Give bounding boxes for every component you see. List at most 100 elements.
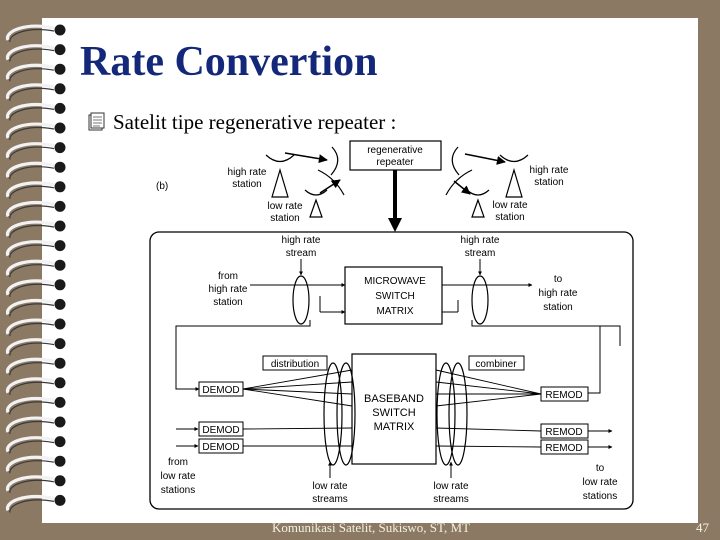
- distribution-label: distribution: [271, 359, 319, 370]
- binder-ring-shadow: [9, 244, 55, 258]
- binder-ring: [6, 220, 55, 237]
- low-rate-station-right-icon: [466, 189, 490, 218]
- binder-hole: [54, 318, 66, 330]
- binder-ring: [6, 475, 55, 492]
- beam-ellipse: [448, 362, 468, 466]
- bullet-text: Satelit tipe regenerative repeater :: [113, 110, 397, 134]
- signal-line: [175, 320, 311, 391]
- from-low-rate-label: stations: [161, 485, 195, 496]
- binder-hole: [54, 63, 66, 75]
- panel-label: (b): [156, 181, 168, 192]
- binder-ring-shadow: [9, 479, 55, 493]
- binder-ring: [6, 24, 55, 41]
- binder-hole: [54, 298, 66, 310]
- stream-label: low rate: [433, 481, 468, 492]
- fan-lines-left: [242, 369, 353, 447]
- uplink-arrow: [319, 179, 341, 194]
- uplink-arrow: [284, 152, 328, 164]
- from-high-rate-label: from: [218, 271, 238, 282]
- beam-ellipse: [471, 275, 489, 325]
- binder-ring: [6, 201, 55, 218]
- station-label: low rate: [267, 201, 302, 212]
- binder-ring-shadow: [9, 185, 55, 199]
- binder-ring: [6, 318, 55, 335]
- binder-ring: [6, 416, 55, 433]
- station-label: station: [232, 179, 261, 190]
- to-high-rate-label: to: [554, 274, 563, 285]
- regenerative-repeater-box: [349, 140, 442, 171]
- from-low-rate-label: from: [168, 457, 188, 468]
- station-label: station: [270, 213, 299, 224]
- from-low-rate-label: low rate: [160, 471, 195, 482]
- baseband-label: SWITCH: [372, 407, 415, 419]
- binder-hole: [54, 102, 66, 114]
- from-high-rate-label: station: [213, 297, 242, 308]
- regenerative-repeater-diagram: (b) regenerative repeater high rate stat…: [149, 140, 634, 510]
- binder-ring-shadow: [9, 283, 55, 297]
- binder-ring-shadow: [9, 107, 55, 121]
- demod-label: DEMOD: [202, 385, 239, 396]
- downlink-arrow: [453, 180, 471, 195]
- remod-label: REMOD: [545, 427, 582, 438]
- binder-hole: [54, 416, 66, 428]
- station-label: high rate: [228, 167, 267, 178]
- binder-hole: [54, 494, 66, 506]
- beam-ellipse: [336, 362, 356, 466]
- binder-hole: [54, 83, 66, 95]
- low-rate-station-left-icon: [304, 189, 328, 218]
- binder-ring-shadow: [9, 264, 55, 278]
- binder-ring-shadow: [9, 421, 55, 435]
- binder-hole: [54, 259, 66, 271]
- binder-ring-shadow: [9, 87, 55, 101]
- binder-ring: [6, 161, 55, 178]
- demod-label: DEMOD: [202, 442, 239, 453]
- binder-ring: [6, 240, 55, 257]
- binder-ring: [6, 83, 55, 100]
- binder-ring-shadow: [9, 460, 55, 474]
- antenna-dish: [445, 169, 473, 196]
- demod-label: DEMOD: [202, 425, 239, 436]
- slide-title: Rate Convertion: [80, 39, 378, 85]
- baseband-label: MATRIX: [374, 421, 415, 433]
- binder-ring: [6, 397, 55, 414]
- microwave-label: SWITCH: [375, 291, 414, 302]
- from-high-rate-label: high rate: [209, 284, 248, 295]
- microwave-switch-matrix-box: [344, 266, 443, 325]
- microwave-label: MATRIX: [376, 306, 413, 317]
- binder-hole: [54, 455, 66, 467]
- binder-ring: [6, 63, 55, 80]
- binder-hole: [54, 142, 66, 154]
- binder-ring-shadow: [9, 29, 55, 43]
- binder-ring-shadow: [9, 342, 55, 356]
- binder-ring: [6, 44, 55, 61]
- binder-hole: [54, 377, 66, 389]
- distribution-box: [262, 355, 328, 371]
- binder-ring-shadow: [9, 166, 55, 180]
- binder-ring: [6, 299, 55, 316]
- to-low-rate-label: stations: [583, 491, 617, 502]
- satellite-label-2: repeater: [376, 157, 414, 168]
- binder-hole: [54, 396, 66, 408]
- binder-ring-shadow: [9, 401, 55, 415]
- binder-ring: [6, 455, 55, 472]
- binder-ring: [6, 436, 55, 453]
- beam-ellipse: [323, 362, 343, 466]
- binder-ring: [6, 142, 55, 159]
- microwave-label: MICROWAVE: [364, 276, 426, 287]
- binder-ring: [6, 103, 55, 120]
- antenna-dish: [330, 146, 339, 176]
- to-high-rate-label: high rate: [539, 288, 578, 299]
- binder-ring: [6, 181, 55, 198]
- binder-ring: [6, 357, 55, 374]
- baseband-switch-matrix-box: [351, 353, 437, 465]
- binder-hole: [54, 181, 66, 193]
- downlink-arrow: [464, 153, 506, 165]
- beam-ellipse: [436, 362, 456, 466]
- station-label: low rate: [492, 200, 527, 211]
- binder-hole: [54, 436, 66, 448]
- station-label: station: [495, 212, 524, 223]
- binder-ring-shadow: [9, 146, 55, 160]
- stream-label: streams: [312, 494, 348, 505]
- stream-label: high rate: [461, 235, 500, 246]
- stream-label: low rate: [312, 481, 347, 492]
